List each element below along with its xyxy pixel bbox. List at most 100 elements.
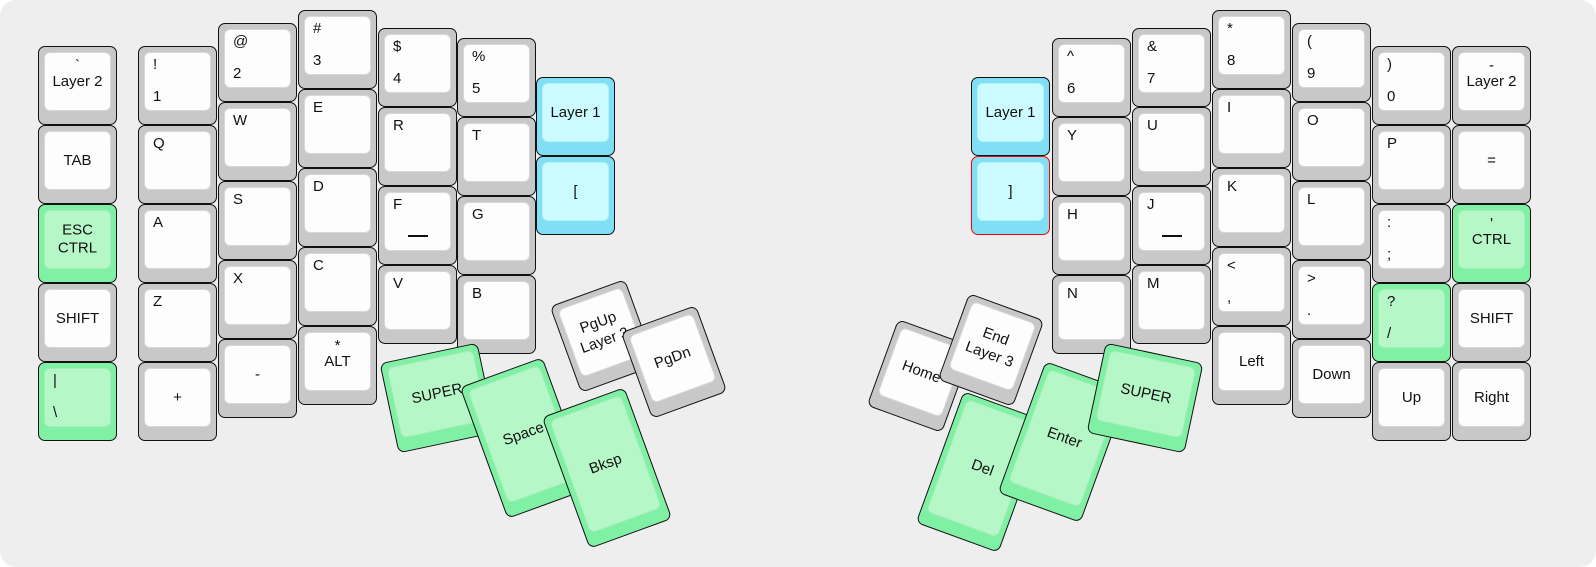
thumb-end-layer3-label: End Layer 3 bbox=[963, 324, 1016, 371]
key-9-paren-cap: (9 bbox=[1298, 29, 1365, 88]
key-pipe-backslash[interactable]: |\ bbox=[38, 362, 117, 441]
key-shift[interactable]: SHIFT bbox=[38, 283, 117, 362]
key-8-star-cap: *8 bbox=[1218, 16, 1285, 75]
key-slash-label-shifted: ? bbox=[1387, 293, 1396, 310]
key-comma[interactable]: <, bbox=[1212, 247, 1291, 326]
thumb-super-right-label: SUPER bbox=[1118, 380, 1173, 408]
key-layer2-minus[interactable]: -Layer 2 bbox=[1452, 46, 1531, 125]
key-minus[interactable]: - bbox=[218, 339, 297, 418]
key-slash-label-base: / bbox=[1387, 325, 1392, 343]
key-semicolon-label-base: ; bbox=[1387, 246, 1392, 264]
key-1-exclam-cap: !1 bbox=[144, 52, 211, 111]
key-u-label: U bbox=[1147, 117, 1158, 134]
key-r[interactable]: R bbox=[378, 107, 457, 186]
key-down[interactable]: Down bbox=[1292, 339, 1371, 418]
key-q[interactable]: Q bbox=[138, 125, 217, 204]
key-k[interactable]: K bbox=[1212, 168, 1291, 247]
key-layer1-right[interactable]: Layer 1 bbox=[971, 77, 1050, 156]
key-bracket-left[interactable]: [ bbox=[536, 156, 615, 235]
key-layer1-right-cap: Layer 1 bbox=[977, 83, 1044, 142]
key-right-cap: Right bbox=[1458, 368, 1525, 427]
key-semicolon-cap: :; bbox=[1378, 210, 1445, 269]
key-1-exclam[interactable]: !1 bbox=[138, 46, 217, 125]
key-3-hash-cap: #3 bbox=[304, 16, 371, 75]
key-v[interactable]: V bbox=[378, 265, 457, 344]
key-8-star[interactable]: *8 bbox=[1212, 10, 1291, 89]
key-5-percent[interactable]: %5 bbox=[457, 38, 536, 117]
key-y[interactable]: Y bbox=[1052, 117, 1131, 196]
key-layer2-minus-cap: -Layer 2 bbox=[1458, 52, 1525, 111]
key-period-label-base: . bbox=[1307, 302, 1312, 320]
key-layer2-minus-label: Layer 2 bbox=[1466, 72, 1517, 90]
key-t-cap: T bbox=[463, 123, 530, 182]
key-s[interactable]: S bbox=[218, 181, 297, 260]
key-left-label: Left bbox=[1238, 352, 1265, 370]
key-shift-right[interactable]: SHIFT bbox=[1452, 283, 1531, 362]
key-h[interactable]: H bbox=[1052, 196, 1131, 275]
key-x[interactable]: X bbox=[218, 260, 297, 339]
key-7-amp[interactable]: &7 bbox=[1132, 28, 1211, 107]
key-i-label: I bbox=[1227, 99, 1232, 116]
key-f-homing-bar-icon bbox=[407, 235, 428, 237]
key-6-caret-label-base: 6 bbox=[1067, 80, 1076, 98]
key-3-hash[interactable]: #3 bbox=[298, 10, 377, 89]
key-period[interactable]: >. bbox=[1292, 260, 1371, 339]
key-comma-cap: <, bbox=[1218, 253, 1285, 312]
key-down-cap: Down bbox=[1298, 345, 1365, 404]
key-c[interactable]: C bbox=[298, 247, 377, 326]
key-tab[interactable]: TAB bbox=[38, 125, 117, 204]
key-l[interactable]: L bbox=[1292, 181, 1371, 260]
key-g-cap: G bbox=[463, 202, 530, 261]
key-plus[interactable]: + bbox=[138, 362, 217, 441]
key-j[interactable]: J bbox=[1132, 186, 1211, 265]
key-6-caret[interactable]: ^6 bbox=[1052, 38, 1131, 117]
key-slash[interactable]: ?/ bbox=[1372, 283, 1451, 362]
key-ctrl-quote-cap: 'CTRL bbox=[1458, 210, 1525, 269]
key-m[interactable]: M bbox=[1132, 265, 1211, 344]
key-2-at[interactable]: @2 bbox=[218, 23, 297, 102]
key-slash-cap: ?/ bbox=[1378, 289, 1445, 348]
key-semicolon[interactable]: :; bbox=[1372, 204, 1451, 283]
key-g[interactable]: G bbox=[457, 196, 536, 275]
key-equal-label: = bbox=[1487, 151, 1496, 169]
key-bracket-right-label: ] bbox=[1008, 182, 1013, 200]
key-ctrl-quote-label: CTRL bbox=[1471, 230, 1512, 248]
key-0-paren[interactable]: )0 bbox=[1372, 46, 1451, 125]
key-right[interactable]: Right bbox=[1452, 362, 1531, 441]
key-a-cap: A bbox=[144, 210, 211, 269]
key-bracket-right[interactable]: ] bbox=[971, 156, 1050, 235]
key-i[interactable]: I bbox=[1212, 89, 1291, 168]
key-semicolon-label-shifted: : bbox=[1387, 214, 1392, 231]
key-equal[interactable]: = bbox=[1452, 125, 1531, 204]
key-z[interactable]: Z bbox=[138, 283, 217, 362]
key-r-cap: R bbox=[384, 113, 451, 172]
key-p[interactable]: P bbox=[1372, 125, 1451, 204]
key-h-label: H bbox=[1067, 206, 1078, 223]
key-s-cap: S bbox=[224, 187, 291, 246]
key-9-paren[interactable]: (9 bbox=[1292, 23, 1371, 102]
key-b[interactable]: B bbox=[457, 275, 536, 354]
key-shift-cap: SHIFT bbox=[44, 289, 111, 348]
key-up-label: Up bbox=[1401, 388, 1422, 406]
key-n-cap: N bbox=[1058, 281, 1125, 340]
key-u[interactable]: U bbox=[1132, 107, 1211, 186]
key-o[interactable]: O bbox=[1292, 102, 1371, 181]
key-t[interactable]: T bbox=[457, 117, 536, 196]
key-up[interactable]: Up bbox=[1372, 362, 1451, 441]
key-layer2-minus-label-shifted: - bbox=[1489, 57, 1494, 74]
thumb-super-right-cap: SUPER bbox=[1095, 349, 1197, 439]
key-o-cap: O bbox=[1298, 108, 1365, 167]
key-ctrl-quote[interactable]: 'CTRL bbox=[1452, 204, 1531, 283]
key-a[interactable]: A bbox=[138, 204, 217, 283]
key-7-amp-cap: &7 bbox=[1138, 34, 1205, 93]
key-d-cap: D bbox=[304, 174, 371, 233]
key-left[interactable]: Left bbox=[1212, 326, 1291, 405]
key-alt[interactable]: *ALT bbox=[298, 326, 377, 405]
key-o-label: O bbox=[1307, 112, 1319, 129]
key-alt-cap: *ALT bbox=[304, 332, 371, 391]
key-d[interactable]: D bbox=[298, 168, 377, 247]
key-n[interactable]: N bbox=[1052, 275, 1131, 354]
key-9-paren-label-shifted: ( bbox=[1307, 33, 1312, 50]
